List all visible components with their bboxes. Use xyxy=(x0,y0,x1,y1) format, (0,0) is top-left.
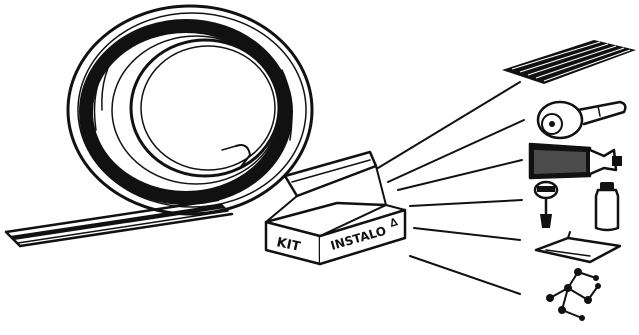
brush-tube xyxy=(530,144,622,178)
fasteners-pins xyxy=(546,268,601,321)
pressure-roller-tool xyxy=(538,102,625,138)
mesh-pad xyxy=(502,40,636,84)
pointer-lines xyxy=(378,82,524,294)
corner-flashing-piece xyxy=(536,232,620,262)
kit-box: KIT INSTALO ∆ xyxy=(266,152,405,264)
primer-applicator-bottle xyxy=(535,182,557,228)
solvent-bottle xyxy=(596,182,618,230)
self-adhesive-tape-roll xyxy=(6,6,312,246)
